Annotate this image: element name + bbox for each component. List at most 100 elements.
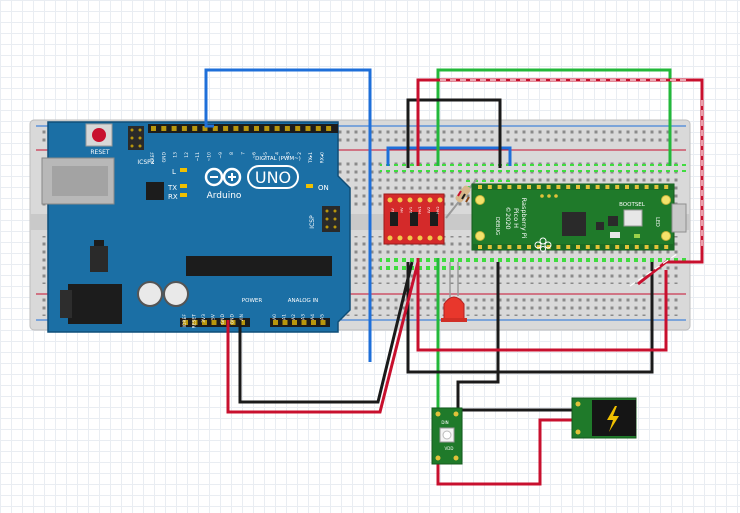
header-pin [202,320,207,325]
dc-jack [68,284,122,324]
wire-green-top [436,68,672,166]
pico-name-line-2: Pico H [512,208,520,228]
resistor [445,179,477,219]
pico-pin-pad [654,185,659,189]
digital-pin-label: ~9 [218,152,224,159]
pico-pin-pad [605,245,610,249]
digital-pin-label: 13 [173,152,179,158]
header-pin [320,320,326,325]
wire-black-arduino-gnd [238,261,414,404]
level-shifter-label: HV1 [418,206,422,213]
level-shifter-label: LV1 [409,207,413,213]
digital-header [148,124,338,133]
header-pin [315,126,321,131]
neopixel-din-label: DIN [441,420,448,425]
digital-pin-label: ~10 [207,152,213,162]
arduino-logo-icon [204,167,242,187]
analog-label: ANALOG IN [288,298,319,304]
brand-label: Arduino [207,191,242,201]
model-label: UNO [255,168,291,187]
icsp-label: ICSP [309,215,316,229]
voltage-regulator [90,246,108,272]
header-pin [221,320,226,325]
digital-pin-label: RX◂0 [320,152,326,163]
led-l-label: L [172,168,176,176]
pico-pin-pad [576,185,580,189]
digital-pin-label: AREF [150,152,156,164]
header-pin [240,320,245,325]
header-pin [230,320,236,325]
digital-pin-label: 4 [274,152,280,155]
pico-pin-pad [507,185,512,189]
power-pin-label: VIN [239,314,245,322]
header-pin [211,320,217,325]
power-pin-label: GND [220,313,226,324]
digital-pin-label: 12 [184,152,190,158]
pico-pin-pad [478,185,482,189]
pico-pin-pad [664,185,669,189]
header-pin [274,126,280,131]
header-pin [301,320,307,325]
header-pin [202,126,208,131]
header-pin [171,126,177,131]
pico-pin-pad [664,245,669,249]
pico-pin-pad [556,185,561,189]
icsp2-header [128,126,144,150]
icsp-header [322,206,340,232]
header-pin [295,126,301,131]
pico-debug-label: DEBUG [494,217,500,235]
usb-chip [146,182,164,200]
power-label: POWER [242,298,263,304]
pico-pin-pad [507,245,512,249]
capacitor [163,281,189,307]
header-pin [181,126,187,131]
header-pin [284,126,290,131]
header-pin [161,126,167,131]
pico-bootsel-label: BOOTSEL [619,202,646,208]
pico-pin-pad [527,185,531,189]
digital-pin-label: 7 [240,152,246,155]
pico-led-label: LED [654,217,660,227]
digital-pin-label: 2 [297,152,303,155]
digital-pin-label: ~5 [263,152,269,159]
pico-pin-pad [536,245,541,249]
reset-label: RESET [90,149,110,156]
digital-pin-label: GND [161,151,167,162]
analog-pin-label: A0 [272,314,278,320]
analog-header [270,318,330,327]
header-pin [192,320,198,325]
pico-pin-pad [487,185,492,189]
pico-pin-pad [566,185,571,189]
header-pin [254,126,259,131]
pico-pin-pad [566,245,571,249]
pico-pin-pad [595,185,600,189]
red-led [441,262,467,322]
power-pin-label: 5V [211,313,217,320]
on-label: ON [318,184,329,192]
pico-pin-pad [497,185,502,189]
raspberry-pi-pico: Raspberry Pi Pico H ©2020 DEBUG BOOTSEL … [471,183,687,252]
level-shifter-label: LV [391,207,395,212]
header-pin [183,320,188,325]
pico-pin-pad [497,245,502,249]
pico-pin-pad [644,185,649,189]
wire-red-dc [436,418,576,486]
header-pin [305,126,311,131]
header-pin [151,126,156,131]
led-rx-label: RX [168,193,178,201]
pico-pin-pad [625,185,629,189]
digital-pin-label: ~3 [286,152,292,159]
pico-pin-pad [487,245,492,249]
header-pin [212,126,218,131]
wire-black-pico-gnd [456,262,500,408]
digital-pin-label: TX▸1 [308,152,314,164]
bootsel-button[interactable] [623,209,643,227]
header-pin [282,320,288,325]
dc-power-jack [571,397,637,439]
pico-name-line-3: ©2020 [504,206,512,229]
wire-red-arduino-5v [226,261,420,414]
pico-pin-pad [605,185,610,189]
